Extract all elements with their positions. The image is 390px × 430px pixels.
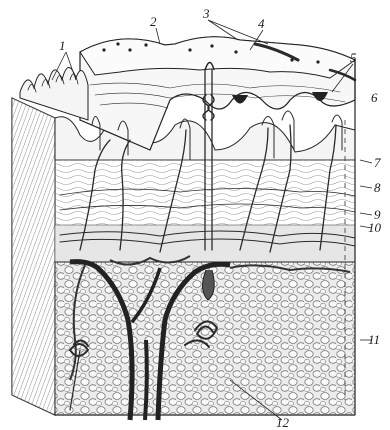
epidermis-block bbox=[80, 37, 355, 150]
callout-7: 7 bbox=[374, 155, 381, 170]
callout-5: 5 bbox=[350, 50, 357, 65]
left-side-face bbox=[12, 98, 55, 415]
callout-3: 3 bbox=[202, 6, 210, 21]
callout-10: 10 bbox=[368, 220, 382, 235]
callout-1: 1 bbox=[59, 38, 66, 53]
callout-6: 6 bbox=[371, 90, 378, 105]
callout-8: 8 bbox=[374, 180, 381, 195]
callout-4: 4 bbox=[258, 16, 265, 31]
callout-11: 11 bbox=[368, 332, 380, 347]
callout-12: 12 bbox=[276, 415, 290, 430]
callout-2: 2 bbox=[150, 14, 157, 29]
